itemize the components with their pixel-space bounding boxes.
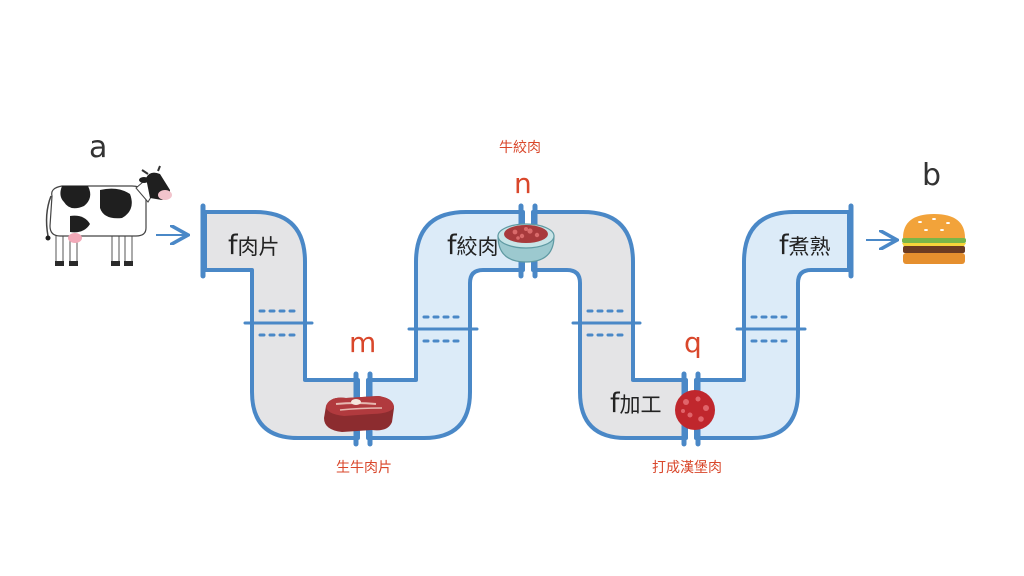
function-label-slice: f肉片: [228, 230, 280, 261]
input-label: a: [89, 130, 107, 165]
pipe-ribs: [243, 321, 807, 331]
stage-letter-q: q: [684, 326, 702, 359]
stage-caption-q: 打成漢堡肉: [652, 459, 722, 476]
stage-caption-n: 牛絞肉: [499, 140, 541, 156]
function-label-process: f加工: [610, 388, 662, 419]
ground-beef-bowl-icon: [497, 223, 555, 263]
stage-letter-m: m: [349, 326, 376, 359]
pipe-segment-2: [366, 210, 525, 440]
cow-icon: [45, 165, 172, 266]
pipe-segment-4: [694, 210, 851, 440]
function-label-cook: f煮熟: [779, 230, 831, 261]
pipe-segment-3: [531, 210, 688, 440]
pipe-rib-dots: [258, 309, 792, 343]
output-label: b: [922, 158, 941, 193]
steak-icon: [324, 396, 394, 432]
hamburger-icon: [902, 214, 966, 264]
function-label-grind: f絞肉: [447, 230, 499, 261]
stage-letter-n: n: [514, 167, 532, 200]
stage-caption-m: 生牛肉片: [336, 460, 392, 476]
meat-patty-icon: [675, 390, 715, 430]
